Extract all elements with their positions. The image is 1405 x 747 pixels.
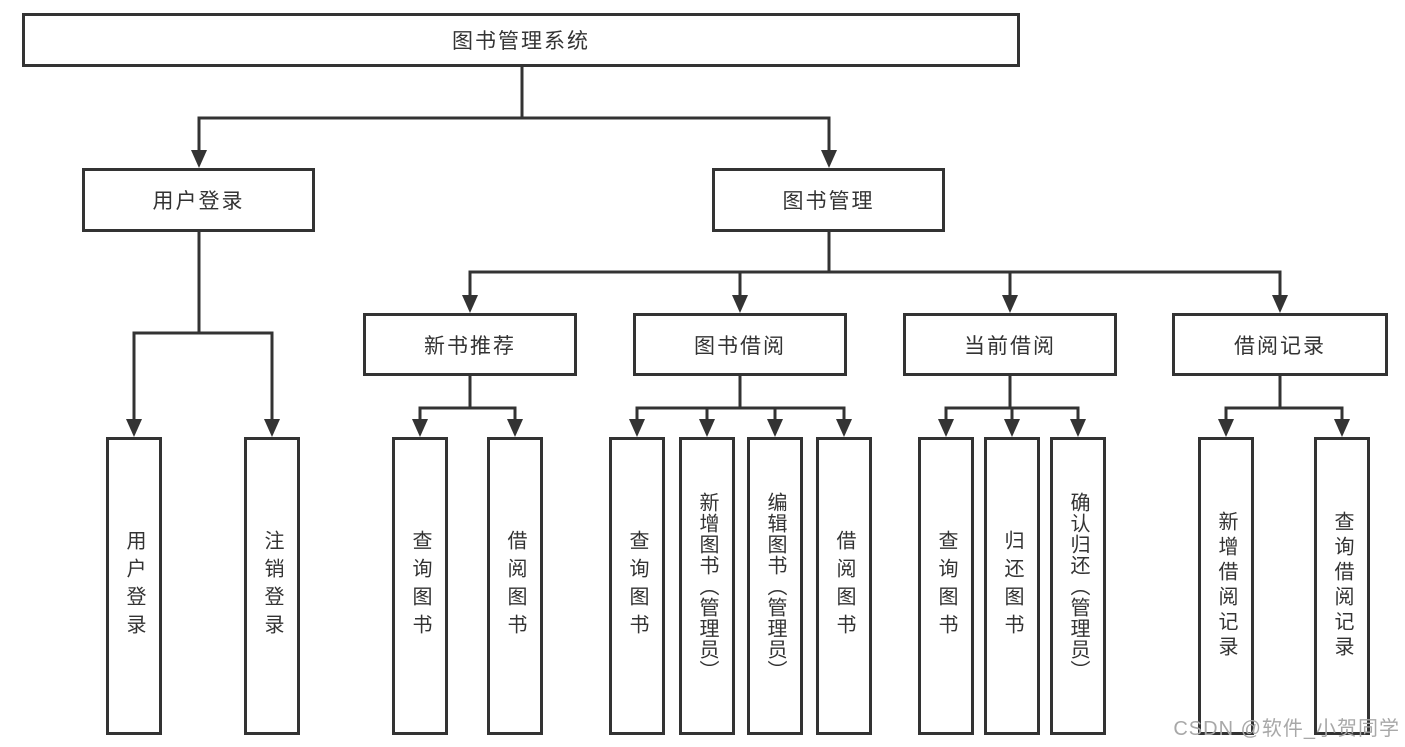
leaf-query-books-current: 查询图书 [918,437,974,735]
leaf-query-borrow-record: 查询借阅记录 [1314,437,1370,735]
leaf-query-borrow-record-label: 查询借阅记录 [1331,511,1353,661]
node-root: 图书管理系统 [22,13,1020,67]
leaf-add-borrow-record: 新增借阅记录 [1198,437,1254,735]
leaf-user-login: 用户登录 [106,437,162,735]
leaf-query-books-borrow-label: 查询图书 [626,530,648,642]
leaf-logout-label: 注销登录 [261,530,283,642]
leaf-query-books-borrow: 查询图书 [609,437,665,735]
node-borrow-record: 借阅记录 [1172,313,1388,376]
leaf-logout: 注销登录 [244,437,300,735]
node-book-management: 图书管理 [712,168,945,232]
node-current-borrow-label: 当前借阅 [964,334,1056,358]
leaf-borrow-books-recommend-label: 借阅图书 [504,530,526,642]
leaf-query-books-current-label: 查询图书 [935,530,957,642]
leaf-edit-book-admin-label: 编辑图书（管理员） [764,491,786,681]
watermark-text: CSDN @软件_小贺同学 [1173,718,1400,740]
leaf-query-books-recommend-label: 查询图书 [409,530,431,642]
leaf-add-book-admin: 新增图书（管理员） [679,437,735,735]
node-root-label: 图书管理系统 [452,30,590,53]
node-current-borrow: 当前借阅 [903,313,1117,376]
leaf-user-login-label: 用户登录 [123,530,145,642]
leaf-add-borrow-record-label: 新增借阅记录 [1215,511,1237,661]
node-borrow-record-label: 借阅记录 [1234,334,1326,358]
leaf-add-book-admin-label: 新增图书（管理员） [696,491,718,681]
leaf-confirm-return-admin: 确认归还（管理员） [1050,437,1106,735]
leaf-borrow-books-recommend: 借阅图书 [487,437,543,735]
node-book-borrow-label: 图书借阅 [694,334,786,358]
leaf-borrow-books-label: 借阅图书 [833,530,855,642]
node-new-book-recommend: 新书推荐 [363,313,577,376]
node-book-borrow: 图书借阅 [633,313,847,376]
leaf-return-books: 归还图书 [984,437,1040,735]
leaf-query-books-recommend: 查询图书 [392,437,448,735]
node-user-login: 用户登录 [82,168,315,232]
node-user-login-label: 用户登录 [152,190,245,213]
leaf-confirm-return-admin-label: 确认归还（管理员） [1067,491,1089,681]
leaf-return-books-label: 归还图书 [1001,530,1023,642]
leaf-edit-book-admin: 编辑图书（管理员） [747,437,803,735]
node-book-management-label: 图书管理 [782,190,875,213]
leaf-borrow-books: 借阅图书 [816,437,872,735]
node-new-book-recommend-label: 新书推荐 [424,334,516,358]
